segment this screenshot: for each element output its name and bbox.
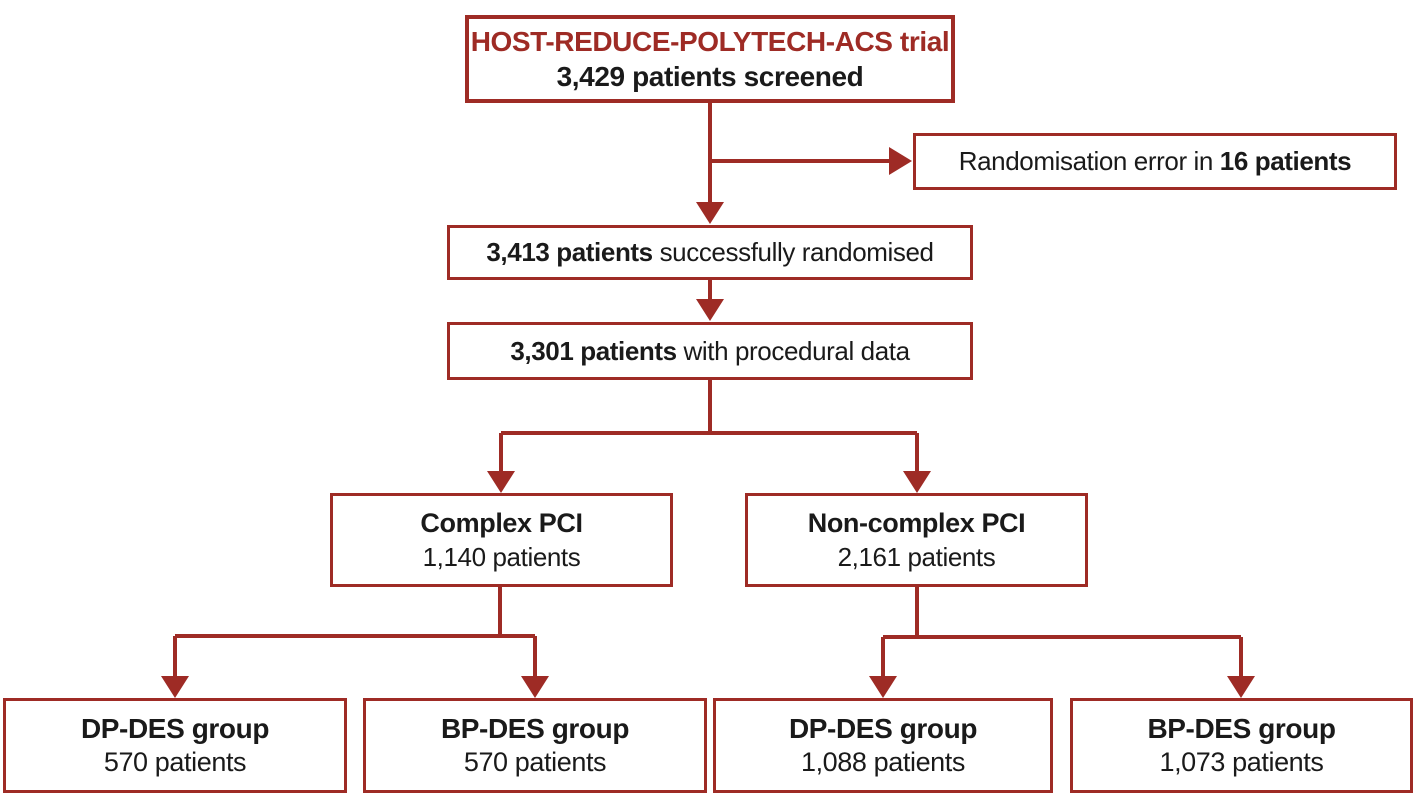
- procedural-count: 3,301 patients: [510, 335, 677, 366]
- complex-dp-des-title: DP-DES group: [80, 713, 270, 745]
- randomised-text: 3,413 patients successfully randomised: [486, 236, 934, 269]
- non-complex-pci-count: 2,161 patients: [837, 541, 996, 572]
- randomisation-error-prefix: Randomisation error in: [958, 146, 1220, 177]
- box-complex-dp-des: DP-DES group 570 patients: [3, 698, 347, 793]
- box-complex-bp-des: BP-DES group 570 patients: [363, 698, 707, 793]
- arrowhead-to-randomised: [696, 202, 724, 224]
- box-randomisation-error: Randomisation error in 16 patients: [913, 133, 1397, 190]
- box-screened: HOST-REDUCE-POLYTECH-ACS trial 3,429 pat…: [465, 15, 955, 103]
- complex-bp-des-title: BP-DES group: [440, 713, 630, 745]
- arrowhead-to-complex-dpdes: [161, 676, 189, 698]
- screened-count: 3,429 patients screened: [556, 61, 864, 92]
- connector-noncomplex-split: [881, 587, 1243, 679]
- noncomplex-bp-des-title: BP-DES group: [1147, 713, 1336, 745]
- randomised-rest: successfully randomised: [652, 237, 934, 268]
- randomisation-error-text: Randomisation error in 16 patients: [958, 145, 1352, 178]
- box-randomised: 3,413 patients successfully randomised: [447, 225, 973, 280]
- connector-procedural-split: [499, 380, 919, 474]
- procedural-rest: with procedural data: [676, 335, 911, 366]
- arrowhead-to-procedural: [696, 299, 724, 321]
- complex-bp-des-count: 570 patients: [463, 747, 607, 778]
- box-procedural-data: 3,301 patients with procedural data: [447, 322, 973, 380]
- complex-pci-title: Complex PCI: [420, 507, 583, 538]
- trial-title: HOST-REDUCE-POLYTECH-ACS trial: [470, 26, 950, 57]
- box-complex-pci: Complex PCI 1,140 patients: [330, 493, 673, 587]
- noncomplex-dp-des-count: 1,088 patients: [800, 747, 966, 778]
- randomised-count: 3,413 patients: [486, 237, 653, 268]
- connector-complex-split: [173, 587, 537, 679]
- arrowhead-to-complex: [487, 471, 515, 493]
- complex-pci-count: 1,140 patients: [422, 541, 581, 572]
- arrowhead-to-noncomplex-bpdes: [1227, 676, 1255, 698]
- noncomplex-bp-des-count: 1,073 patients: [1159, 747, 1324, 778]
- randomisation-error-count: 16 patients: [1219, 146, 1352, 177]
- non-complex-pci-title: Non-complex PCI: [807, 507, 1026, 538]
- box-noncomplex-bp-des: BP-DES group 1,073 patients: [1070, 698, 1413, 793]
- procedural-text: 3,301 patients with procedural data: [510, 335, 911, 368]
- arrowhead-to-complex-bpdes: [521, 676, 549, 698]
- box-non-complex-pci: Non-complex PCI 2,161 patients: [745, 493, 1088, 587]
- arrowhead-to-noncomplex: [903, 471, 931, 493]
- arrowhead-to-noncomplex-dpdes: [869, 676, 897, 698]
- noncomplex-dp-des-title: DP-DES group: [788, 713, 978, 745]
- box-noncomplex-dp-des: DP-DES group 1,088 patients: [713, 698, 1053, 793]
- complex-dp-des-count: 570 patients: [103, 747, 247, 778]
- arrowhead-to-error: [889, 147, 912, 175]
